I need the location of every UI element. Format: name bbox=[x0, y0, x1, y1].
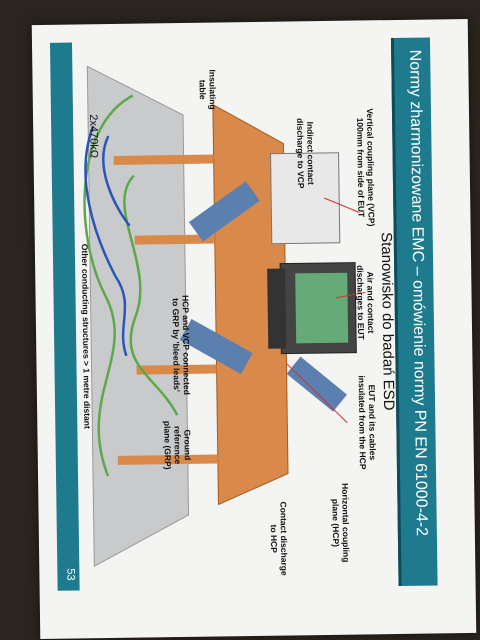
esd-slide: Normy zharmonizowane EMC – omówienie nor… bbox=[32, 31, 440, 597]
esd-gun-icon bbox=[179, 318, 253, 375]
label-bleed-leads: HCP and VCP connected to GRP by 'bleed l… bbox=[170, 294, 192, 395]
table-leg bbox=[117, 454, 218, 465]
label-vcp: Vertical coupling plane (VCP) 100mm from… bbox=[355, 108, 377, 227]
ground-plane bbox=[86, 65, 190, 568]
blue-bleed-lead bbox=[102, 135, 131, 227]
eut-screen bbox=[295, 272, 349, 344]
table-leg bbox=[113, 154, 214, 165]
printed-paper: Normy zharmonizowane EMC – omówienie nor… bbox=[31, 18, 477, 640]
vertical-coupling-plane bbox=[270, 152, 341, 245]
eut-keypad bbox=[267, 268, 287, 349]
blue-bleed-lead bbox=[84, 125, 128, 357]
table-leg bbox=[134, 234, 215, 245]
page-number: 53 bbox=[64, 568, 77, 581]
label-eut-cables: EUT and its cables insulated from the HC… bbox=[356, 375, 378, 470]
label-contact-hcp: Contact discharge to HCP bbox=[268, 501, 290, 576]
label-air-contact: Air and contact discharges to EUT bbox=[355, 265, 377, 340]
label-grp: Ground reference plane (GRP) bbox=[162, 420, 193, 470]
label-insulating-table: Insulating table bbox=[197, 69, 218, 110]
label-hcp: Horizontal coupling plane (HCP) bbox=[330, 483, 352, 563]
pointer-line bbox=[286, 363, 348, 424]
green-cable bbox=[123, 174, 179, 416]
label-indirect: Indirect contact discharge to VCP bbox=[295, 118, 316, 189]
pointer-line bbox=[335, 291, 366, 299]
table-leg bbox=[136, 364, 217, 375]
esd-setup-diagram bbox=[83, 65, 366, 568]
pointer-line bbox=[323, 197, 360, 213]
green-cable bbox=[83, 94, 134, 477]
label-resistors: 2x470kΩ bbox=[86, 114, 100, 159]
esd-gun-icon bbox=[188, 181, 260, 242]
esd-gun-icon bbox=[286, 356, 347, 412]
